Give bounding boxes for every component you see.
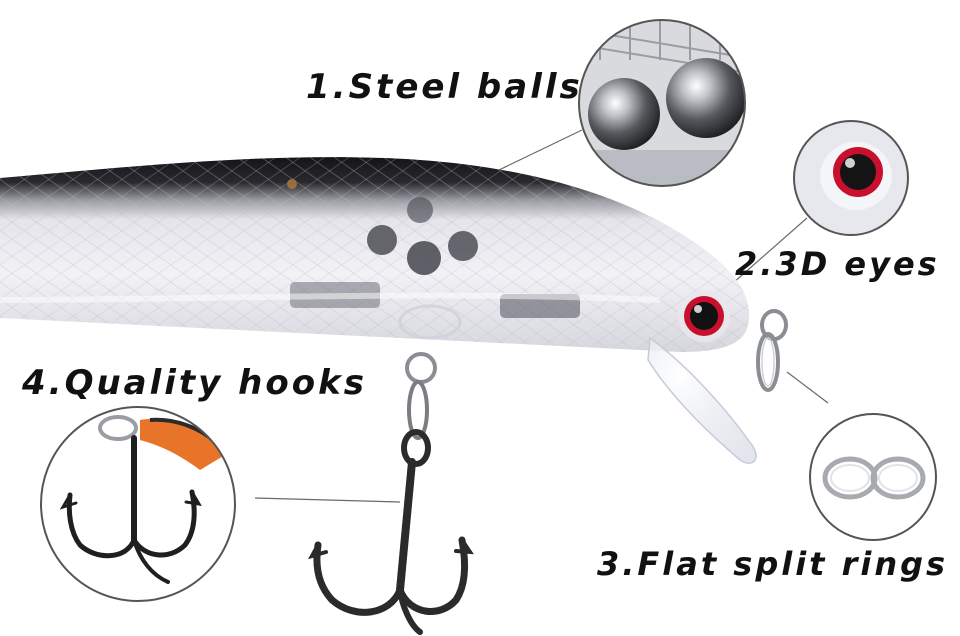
nose-split-ring: [756, 309, 788, 392]
quality-hooks-label: 4.Quality hooks: [22, 363, 367, 403]
belly-hook: [307, 352, 474, 635]
steel-balls-detail: [578, 19, 746, 187]
lure-eye: [678, 290, 730, 342]
eye-detail: [793, 120, 909, 236]
3d-eyes-label: 2.3D eyes: [735, 245, 940, 283]
flat-split-rings-label: 3.Flat split rings: [597, 545, 949, 583]
steel-balls-label: 1.Steel balls: [306, 67, 583, 107]
split-rings-detail: [809, 413, 937, 541]
hook-detail: [40, 406, 236, 602]
lure-body: [0, 157, 750, 352]
diving-lip: [647, 336, 757, 464]
